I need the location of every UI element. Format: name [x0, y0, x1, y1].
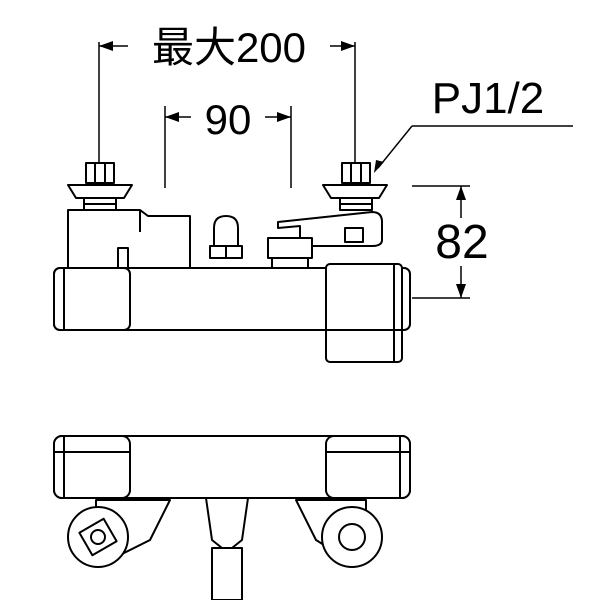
leader-arrowhead — [374, 160, 384, 173]
spacing-arrow-left — [165, 112, 179, 122]
bottom-right-handle — [325, 435, 411, 499]
bottom-left-bore — [90, 529, 106, 545]
height-arrow-bottom — [456, 284, 466, 298]
nipple-cap — [213, 215, 239, 247]
thread-leader — [374, 125, 573, 173]
bottom-left-handle — [53, 435, 131, 499]
height-label: 82 — [435, 216, 488, 269]
right-leg-slot — [344, 227, 364, 243]
left-leg-slot — [117, 247, 129, 269]
arrowhead-right — [341, 41, 355, 51]
leader-diagonal — [377, 125, 413, 169]
left-flange — [67, 184, 133, 199]
thread-spec-label: PJ1/2 — [432, 74, 545, 123]
left-handle — [53, 267, 131, 331]
left-union-fitting — [67, 162, 133, 211]
bottom-center-spout — [205, 497, 249, 549]
dimension-spacing — [164, 106, 292, 188]
front-view — [53, 162, 411, 363]
height-arrow-top — [456, 186, 466, 200]
right-hex-nut — [341, 162, 371, 184]
right-thermostat-handle — [325, 263, 403, 363]
right-joint-ring — [271, 257, 309, 269]
spacing-label: 90 — [205, 96, 252, 143]
spacing-arrow-right — [277, 112, 291, 122]
left-hex-nut — [85, 162, 115, 184]
bottom-center-pipe — [211, 547, 243, 600]
right-flange — [322, 184, 388, 199]
right-union-fitting — [322, 162, 388, 211]
arrowhead-left — [99, 41, 113, 51]
dimension-height — [412, 185, 470, 299]
overall-width-label: 最大200 — [152, 24, 306, 71]
bottom-right-bore — [338, 523, 366, 551]
right-leg-joint — [267, 237, 313, 259]
bottom-view — [53, 435, 411, 600]
dimension-overall-width — [98, 41, 356, 168]
center-nipple — [209, 215, 243, 259]
